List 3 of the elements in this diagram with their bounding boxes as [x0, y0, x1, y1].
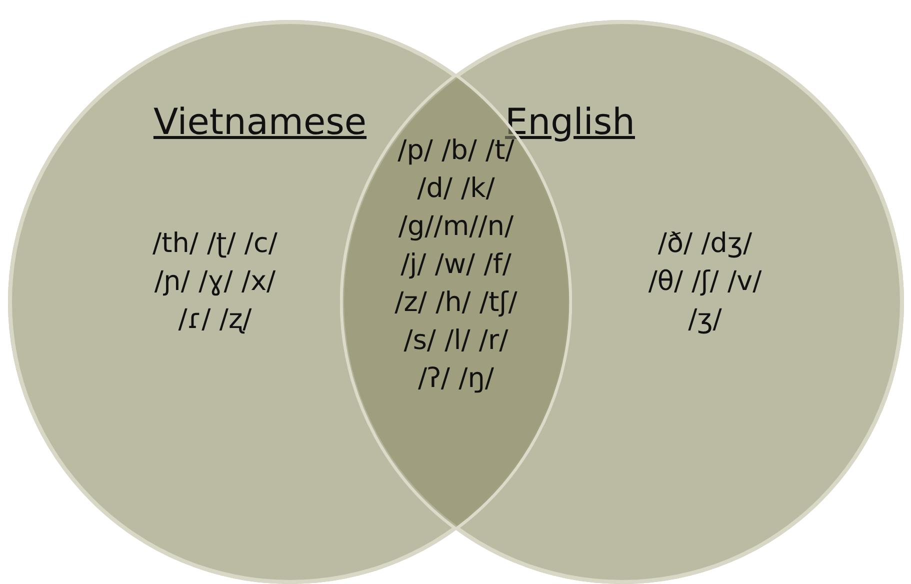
phoneme-list: /ð/ /dʒ/ /θ/ /ʃ/ /v/ /ʒ/: [640, 225, 770, 339]
phoneme-list: /th/ /ʈ/ /c/ /ɲ/ /ɣ/ /x/ /ɾ/ /ʐ/: [150, 225, 280, 339]
set-heading: Vietnamese: [152, 102, 368, 143]
